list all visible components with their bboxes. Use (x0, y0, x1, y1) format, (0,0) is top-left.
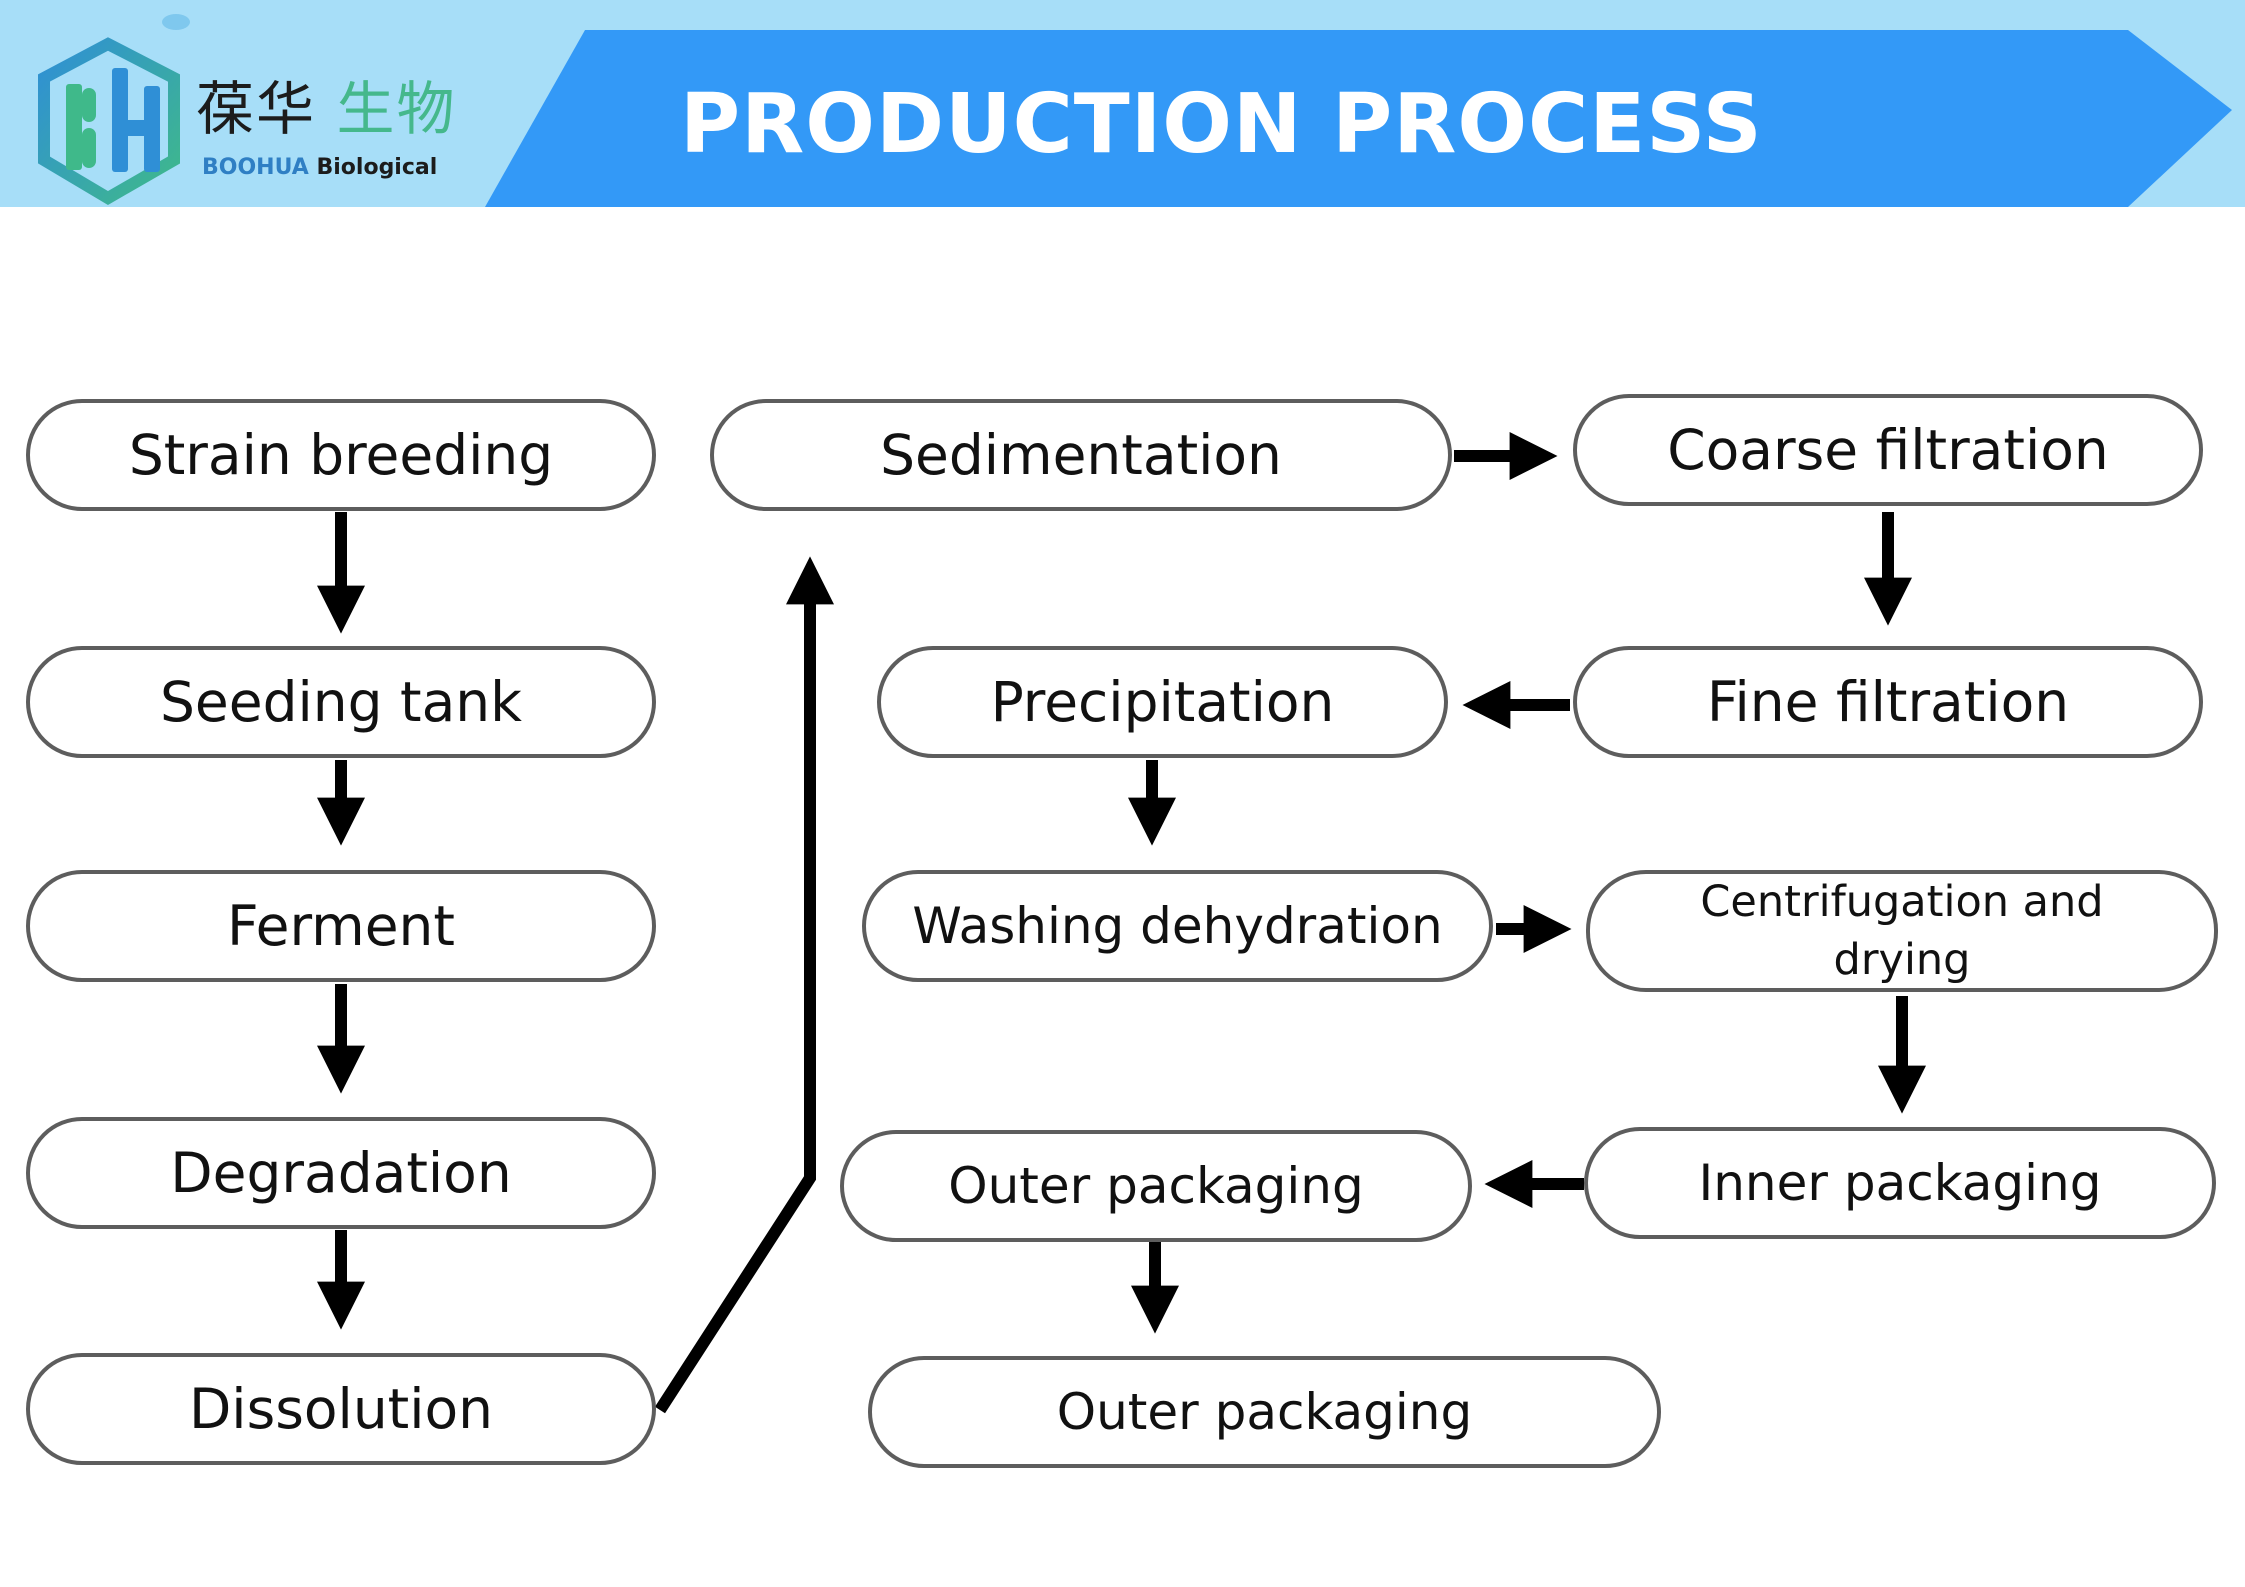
page-title: PRODUCTION PROCESS (680, 77, 1763, 172)
node-centrifugation-drying: Centrifugation and drying (1586, 870, 2218, 992)
node-seeding-tank: Seeding tank (26, 646, 656, 758)
node-label: Strain breeding (128, 423, 554, 487)
arrow-dissolution-to-sedimentation (654, 556, 834, 1414)
node-label: Outer packaging (1056, 1383, 1473, 1441)
node-label: Fine filtration (1706, 670, 2070, 734)
logo-chinese-name-accent: 生物 (336, 75, 457, 143)
node-coarse-filtration: Coarse filtration (1573, 394, 2203, 506)
node-label: Ferment (227, 894, 455, 958)
company-logo: 葆华 生物 BOOHUA Biological (38, 8, 478, 208)
node-washing-dehydration: Washing dehydration (862, 870, 1493, 982)
node-fine-filtration: Fine filtration (1573, 646, 2203, 758)
logo-suffix-text: Biological (316, 155, 438, 180)
node-label: Seeding tank (159, 670, 522, 734)
node-label: Dissolution (188, 1377, 494, 1441)
node-label: Washing dehydration (912, 897, 1443, 955)
node-label: Degradation (170, 1141, 512, 1205)
node-degradation: Degradation (26, 1117, 656, 1229)
bh-hexagon-logo-icon (38, 14, 190, 205)
banner-arrow-shape (485, 30, 2232, 207)
node-label: Sedimentation (880, 423, 1282, 487)
logo-brand-text: BOOHUA (202, 155, 309, 180)
node-label: Inner packaging (1698, 1154, 2102, 1212)
node-precipitation: Precipitation (877, 646, 1448, 758)
node-label: Outer packaging (948, 1157, 1364, 1215)
node-label: Coarse filtration (1667, 418, 2109, 482)
node-dissolution: Dissolution (26, 1353, 656, 1465)
node-strain-breeding: Strain breeding (26, 399, 656, 511)
node-outer-packaging-2: Outer packaging (868, 1356, 1661, 1468)
node-ferment: Ferment (26, 870, 656, 982)
title-banner (485, 0, 2245, 207)
node-label: Centrifugation and drying (1700, 877, 2104, 985)
logo-chinese-name: 葆华 生物 (196, 75, 457, 143)
logo-english-name: BOOHUA Biological (202, 154, 437, 182)
node-inner-packaging: Inner packaging (1584, 1127, 2216, 1239)
node-label: Precipitation (990, 670, 1335, 734)
node-sedimentation: Sedimentation (710, 399, 1452, 511)
node-outer-packaging-1: Outer packaging (840, 1130, 1472, 1242)
